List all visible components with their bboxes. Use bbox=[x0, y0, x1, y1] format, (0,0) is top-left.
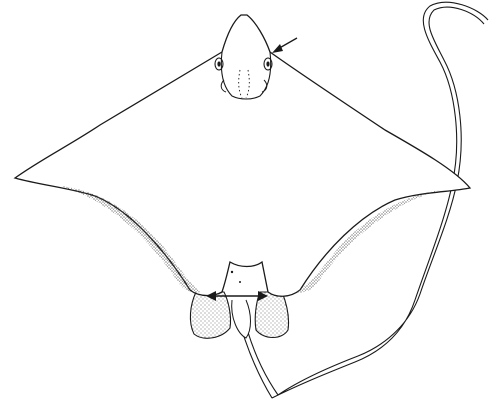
body-disc bbox=[15, 15, 470, 296]
double-arrow-icon bbox=[206, 291, 268, 301]
pelvic-fins bbox=[190, 292, 288, 338]
pointer-arrow-icon bbox=[272, 38, 297, 53]
body-dots bbox=[231, 271, 241, 283]
